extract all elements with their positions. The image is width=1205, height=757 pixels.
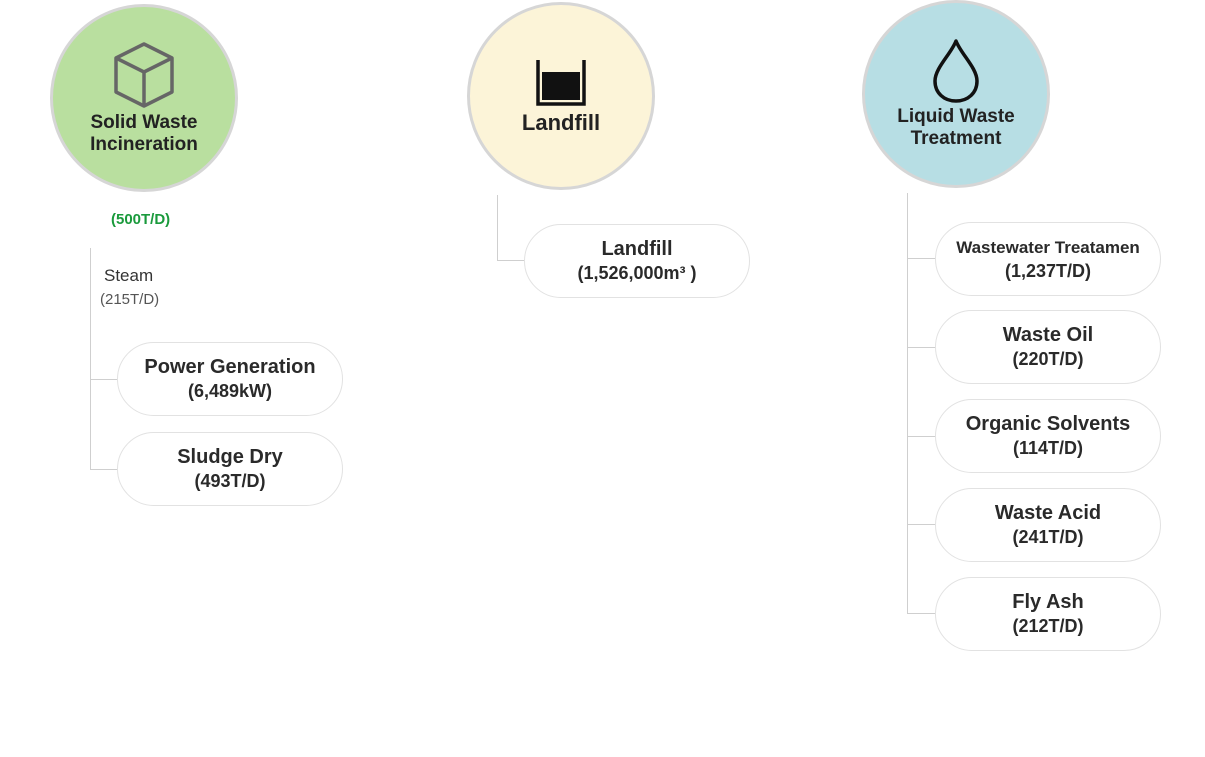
node-value: (1,237T/D) (1004, 261, 1092, 281)
branch-line (907, 347, 936, 348)
node-value: (114T/D) (1012, 438, 1084, 458)
node-name: Fly Ash (1012, 591, 1084, 613)
incineration-rate: (500T/D) (111, 211, 171, 228)
node-value: (212T/D) (1012, 616, 1084, 636)
node-value: (493T/D) (194, 471, 266, 491)
liquid-connector (907, 193, 908, 614)
incineration-circle: Solid Waste Incineration (50, 4, 238, 192)
node-value: (1,526,000m³ ) (577, 263, 697, 283)
waste-oil-node: Waste Oil (220T/D) (935, 310, 1161, 384)
node-value: (6,489kW) (187, 381, 273, 401)
landfill-connector (497, 195, 498, 261)
landfill-circle: Landfill (467, 2, 655, 190)
wastewater-node: Wastewater Treatamen (1,237T/D) (935, 222, 1161, 296)
container-icon (536, 60, 586, 106)
incineration-title: Solid Waste Incineration (90, 112, 198, 155)
landfill-title: Landfill (521, 110, 601, 135)
node-name: Wastewater Treatamen (956, 238, 1140, 257)
node-name: Waste Acid (994, 502, 1102, 524)
power-generation-node: Power Generation (6,489kW) (117, 342, 343, 416)
droplet-icon (933, 39, 979, 103)
steam-value: (215T/D) (100, 291, 160, 308)
liquid-title: Liquid Waste Treatment (897, 106, 1015, 149)
branch-line (907, 258, 936, 259)
incineration-connector (90, 248, 91, 470)
node-name: Landfill (601, 238, 673, 260)
branch-line (907, 613, 936, 614)
landfill-node: Landfill (1,526,000m³ ) (524, 224, 750, 298)
branch-line (90, 469, 118, 470)
steam-label: Steam (104, 266, 154, 285)
sludge-dry-node: Sludge Dry (493T/D) (117, 432, 343, 506)
fly-ash-node: Fly Ash (212T/D) (935, 577, 1161, 651)
liquid-circle: Liquid Waste Treatment (862, 0, 1050, 188)
node-name: Sludge Dry (177, 446, 283, 468)
node-name: Organic Solvents (965, 413, 1131, 435)
waste-acid-node: Waste Acid (241T/D) (935, 488, 1161, 562)
node-name: Waste Oil (1002, 324, 1094, 346)
node-value: (220T/D) (1012, 349, 1084, 369)
branch-line (907, 524, 936, 525)
branch-line (90, 379, 118, 380)
branch-line (907, 436, 936, 437)
node-name: Power Generation (144, 356, 316, 378)
organic-solvents-node: Organic Solvents (114T/D) (935, 399, 1161, 473)
cube-icon (114, 42, 174, 108)
node-value: (241T/D) (1012, 527, 1084, 547)
branch-line (497, 260, 525, 261)
